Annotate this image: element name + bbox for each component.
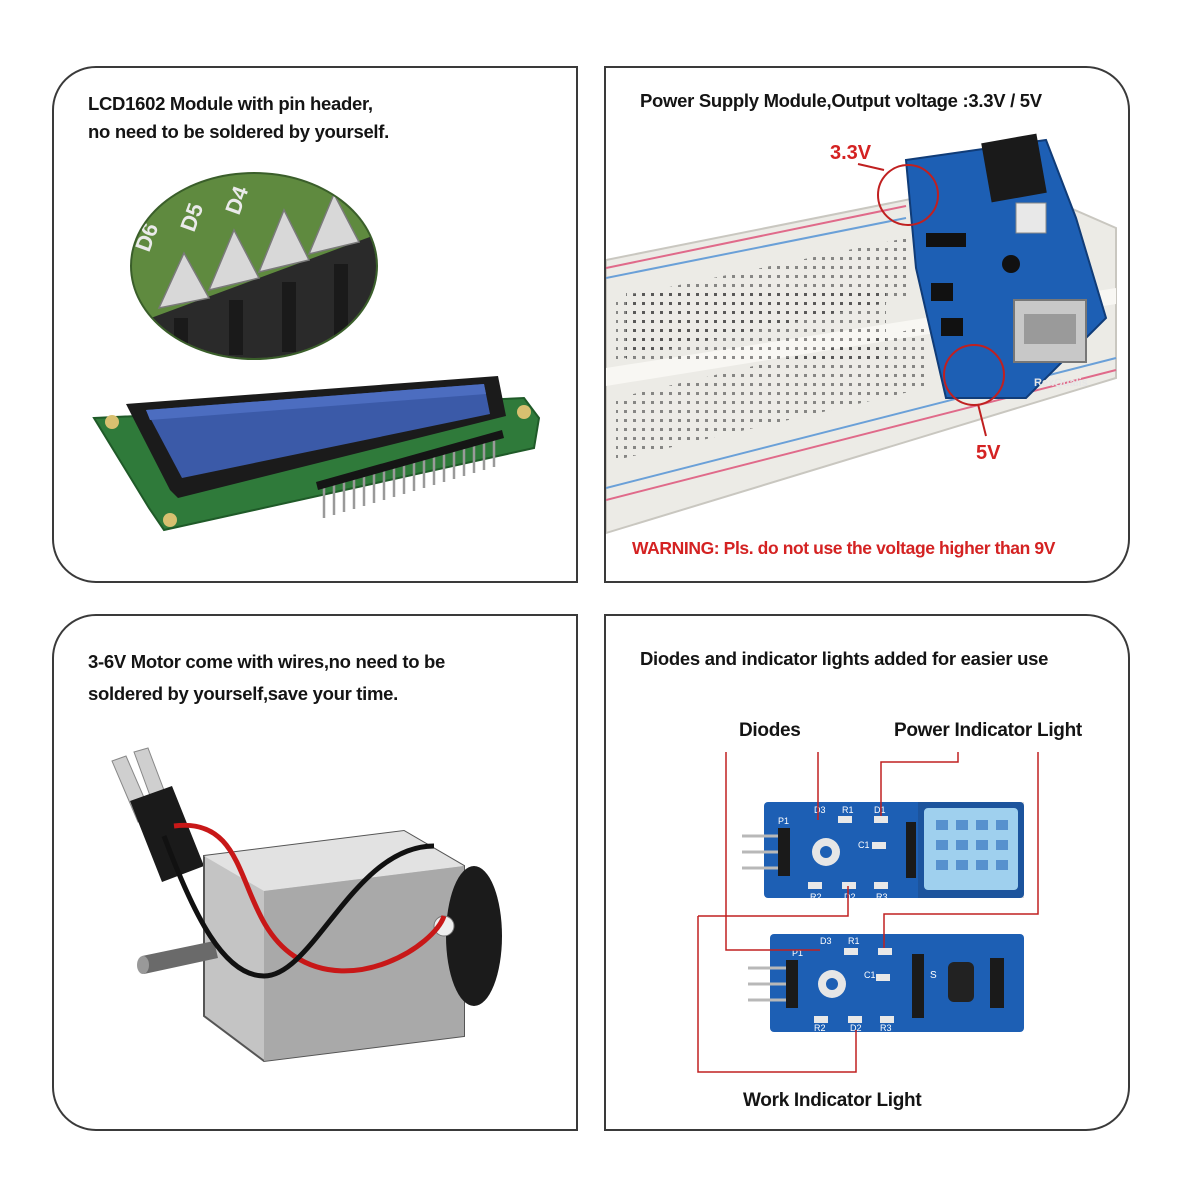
lcd-illustration: D6 D5 D4 bbox=[92, 172, 541, 532]
motor-caption-line2: soldered by yourself,save your time. bbox=[88, 683, 398, 704]
board-brand: RexQualis bbox=[1034, 377, 1088, 389]
panel-power-supply: Power Supply Module,Output voltage :3.3V… bbox=[604, 66, 1130, 583]
svg-text:D2: D2 bbox=[850, 1023, 862, 1033]
lcd-caption-line2: no need to be soldered by yourself. bbox=[88, 121, 389, 142]
breadboard-illustration: RexQualis bbox=[606, 133, 1117, 535]
panel-motor: 3-6V Motor come with wires,no need to be… bbox=[52, 614, 578, 1131]
silk-r3: R3 bbox=[876, 892, 888, 902]
silk-d3: D3 bbox=[814, 805, 826, 815]
label-5v: 5V bbox=[976, 442, 1001, 464]
svg-text:D3: D3 bbox=[820, 936, 832, 946]
motor-caption: 3-6V Motor come with wires,no need to be… bbox=[88, 646, 445, 710]
silk-r2: R2 bbox=[810, 892, 822, 902]
diodes-caption: Diodes and indicator lights added for ea… bbox=[640, 648, 1049, 669]
svg-text:C1: C1 bbox=[864, 970, 876, 980]
warning-text: WARNING: Pls. do not use the voltage hig… bbox=[632, 538, 1055, 558]
panel-diodes: Diodes and indicator lights added for ea… bbox=[604, 614, 1130, 1131]
label-work-indicator-light: Work Indicator Light bbox=[743, 1090, 922, 1111]
silk-r1: R1 bbox=[842, 805, 854, 815]
svg-text:P1: P1 bbox=[792, 948, 803, 958]
label-power-indicator-light: Power Indicator Light bbox=[894, 720, 1082, 741]
motor-illustration bbox=[111, 747, 502, 1063]
silk-c1: C1 bbox=[858, 840, 870, 850]
motor-caption-line1: 3-6V Motor come with wires,no need to be bbox=[88, 651, 446, 672]
silk-d1: D1 bbox=[874, 805, 886, 815]
svg-text:R1: R1 bbox=[848, 936, 860, 946]
silk-s: S bbox=[930, 970, 937, 981]
sensor-boards-illustration: D3 R1 D1 P1 C1 R2 D2 R3 D3 R1 P1 C1 S R2… bbox=[697, 752, 1039, 1073]
power-caption: Power Supply Module,Output voltage :3.3V… bbox=[640, 90, 1042, 111]
sensor-board-bottom: D3 R1 P1 C1 S R2 D2 R3 bbox=[748, 934, 1024, 1033]
label-diodes: Diodes bbox=[739, 720, 801, 741]
svg-text:R3: R3 bbox=[880, 1023, 892, 1033]
label-3v3: 3.3V bbox=[830, 142, 872, 164]
sensor-board-top: D3 R1 D1 P1 C1 R2 D2 R3 bbox=[742, 802, 1024, 902]
silk-d2: D2 bbox=[844, 892, 856, 902]
svg-text:R2: R2 bbox=[814, 1023, 826, 1033]
panel-lcd-module: LCD1602 Module with pin header, no need … bbox=[52, 66, 578, 583]
lcd-caption-line1: LCD1602 Module with pin header, bbox=[88, 93, 373, 114]
silk-p1: P1 bbox=[778, 816, 789, 826]
lcd-caption: LCD1602 Module with pin header, no need … bbox=[88, 90, 389, 146]
